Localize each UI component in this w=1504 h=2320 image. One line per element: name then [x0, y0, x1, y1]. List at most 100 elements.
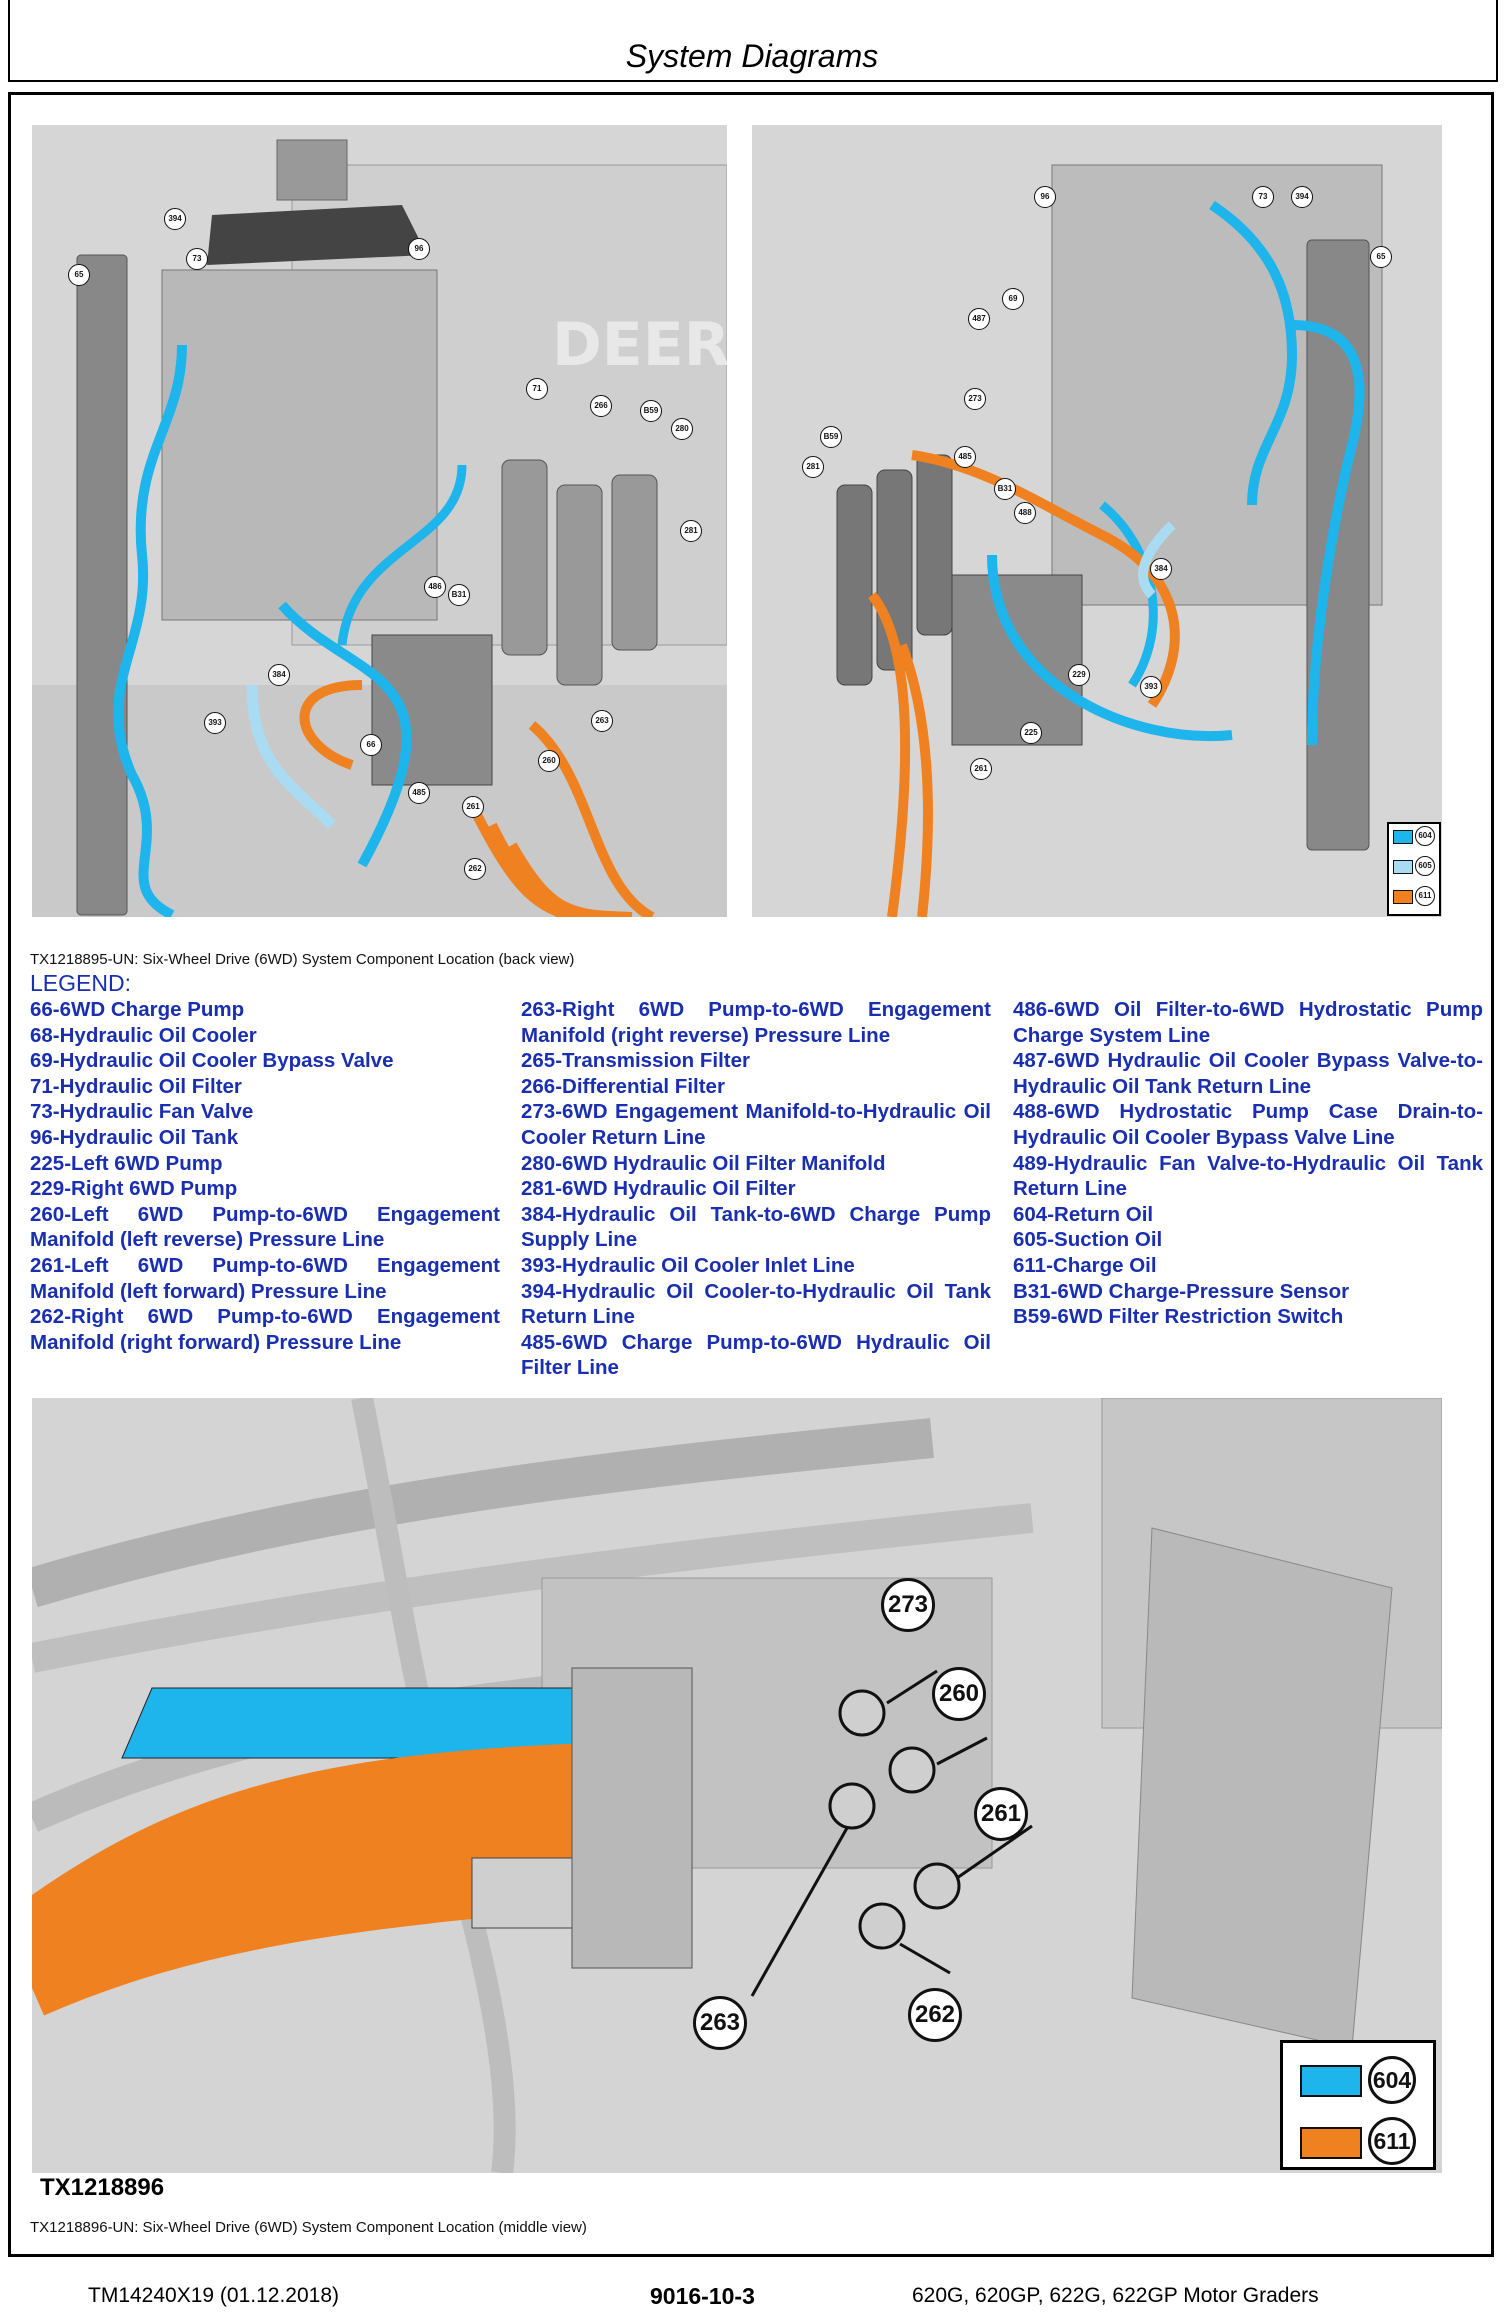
callout-65-right: 65	[1370, 246, 1392, 268]
callout-384: 384	[268, 664, 290, 686]
header-frame	[8, 0, 1498, 82]
callout-393-right: 393	[1140, 676, 1162, 698]
callout-488: 488	[1014, 502, 1036, 524]
legend-title: LEGEND:	[30, 970, 131, 996]
figure1-left-illustration: DEERE	[32, 125, 727, 917]
callout-96-right: 96	[1034, 186, 1056, 208]
legend-item: 260-Left 6WD Pump-to-6WD Engagement Mani…	[30, 1202, 500, 1252]
callout-486: 486	[424, 576, 446, 598]
figure2-panel	[32, 1398, 1442, 2173]
callout-384-right: 384	[1150, 558, 1172, 580]
callout-394-right: 394	[1291, 186, 1313, 208]
legend-item: B59-6WD Filter Restriction Switch	[1013, 1305, 1344, 1329]
footer-doc-id: TM14240X19 (01.12.2018)	[88, 2284, 340, 2307]
legend-item: 262-Right 6WD Pump-to-6WD Engagement Man…	[30, 1305, 500, 1354]
figure2-illustration	[32, 1398, 1442, 2173]
fig2-callout-273: 273	[881, 1578, 935, 1632]
callout-281-right: 281	[802, 456, 824, 478]
key-callout-604: 604	[1415, 826, 1435, 846]
callout-485-right: 485	[954, 446, 976, 468]
callout-485: 485	[408, 782, 430, 804]
key-callout-611: 611	[1415, 886, 1435, 906]
key-swatch-charge-oil	[1300, 2127, 1362, 2159]
callout-260: 260	[538, 750, 560, 772]
legend-item: 273-6WD Engagement Manifold-to-Hydraulic…	[521, 1100, 991, 1149]
footer-page-number: 9016-10-3	[650, 2283, 755, 2309]
legend-item: 280-6WD Hydraulic Oil Filter Manifold	[521, 1151, 886, 1175]
fig2-callout-261: 261	[974, 1787, 1028, 1841]
callout-66: 66	[360, 734, 382, 756]
legend-item: 384-Hydraulic Oil Tank-to-6WD Charge Pum…	[521, 1202, 991, 1252]
footer-product: 620G, 620GP, 622G, 622GP Motor Graders	[912, 2284, 1319, 2307]
callout-273-right: 273	[964, 388, 986, 410]
callout-B31-right: B31	[994, 478, 1016, 500]
legend-item: 71-Hydraulic Oil Filter	[30, 1074, 242, 1098]
legend-item: 73-Hydraulic Fan Valve	[30, 1100, 254, 1124]
legend-item: 394-Hydraulic Oil Cooler-to-Hydraulic Oi…	[521, 1279, 991, 1329]
legend-item: 66-6WD Charge Pump	[30, 998, 245, 1021]
legend-item: 265-Transmission Filter	[521, 1049, 751, 1073]
figure2-caption: TX1218896-UN: Six-Wheel Drive (6WD) Syst…	[30, 2219, 587, 2236]
callout-281: 281	[680, 520, 702, 542]
fig2-key-callout-604: 604	[1368, 2056, 1416, 2104]
figure1-right-illustration	[752, 125, 1442, 917]
callout-B59-right: B59	[820, 426, 842, 448]
legend-item: 393-Hydraulic Oil Cooler Inlet Line	[521, 1253, 855, 1277]
legend-item: 96-Hydraulic Oil Tank	[30, 1125, 239, 1149]
callout-B31: B31	[448, 584, 470, 606]
callout-229: 229	[1068, 664, 1090, 686]
figure1-left-panel: DEERE TX1218895	[32, 125, 727, 917]
callout-261-right: 261	[970, 758, 992, 780]
callout-73: 73	[186, 248, 208, 270]
figure2-color-key: 604 611	[1280, 2040, 1436, 2170]
fig2-callout-263: 263	[693, 1996, 747, 2050]
legend-item: 68-Hydraulic Oil Cooler	[30, 1023, 257, 1047]
callout-266: 266	[590, 395, 612, 417]
deere-watermark: DEERE	[552, 310, 727, 380]
legend-item: 485-6WD Charge Pump-to-6WD Hydraulic Oil…	[521, 1330, 991, 1380]
legend-item: 225-Left 6WD Pump	[30, 1151, 223, 1175]
callout-B59: B59	[640, 400, 662, 422]
legend-item: 605-Suction Oil	[1013, 1228, 1163, 1252]
callout-96: 96	[408, 238, 430, 260]
fig2-callout-260: 260	[932, 1667, 986, 1721]
legend-column-1: 66-6WD Charge Pump 68-Hydraulic Oil Cool…	[30, 997, 500, 1355]
content-frame	[8, 92, 1494, 2257]
legend-item: 229-Right 6WD Pump	[30, 1177, 238, 1201]
legend-item: 486-6WD Oil Filter-to-6WD Hydrostatic Pu…	[1013, 998, 1483, 1047]
legend-item: 266-Differential Filter	[521, 1074, 725, 1098]
fig2-callout-262: 262	[908, 1988, 962, 2042]
callout-393: 393	[204, 712, 226, 734]
figure1-caption: TX1218895-UN: Six-Wheel Drive (6WD) Syst…	[30, 951, 575, 968]
legend-column-3: 486-6WD Oil Filter-to-6WD Hydrostatic Pu…	[1013, 997, 1483, 1330]
figure2-id: TX1218896	[40, 2174, 165, 2201]
page-title: System Diagrams	[625, 38, 879, 74]
legend-item: B31-6WD Charge-Pressure Sensor	[1013, 1279, 1350, 1303]
legend-item: 488-6WD Hydrostatic Pump Case Drain-to-H…	[1013, 1100, 1483, 1149]
callout-280: 280	[671, 418, 693, 440]
callout-262: 262	[464, 858, 486, 880]
callout-225: 225	[1020, 722, 1042, 744]
legend-item: 604-Return Oil	[1013, 1202, 1154, 1226]
key-callout-605: 605	[1415, 856, 1435, 876]
legend-item: 487-6WD Hydraulic Oil Cooler Bypass Valv…	[1013, 1049, 1483, 1098]
legend-column-2: 263-Right 6WD Pump-to-6WD Engagement Man…	[521, 997, 991, 1381]
callout-487: 487	[968, 308, 990, 330]
legend-item: 489-Hydraulic Fan Valve-to-Hydraulic Oil…	[1013, 1151, 1483, 1201]
legend-item: 281-6WD Hydraulic Oil Filter	[521, 1177, 796, 1201]
callout-65: 65	[68, 264, 90, 286]
legend-item: 263-Right 6WD Pump-to-6WD Engagement Man…	[521, 998, 991, 1047]
key-swatch-charge-oil	[1393, 890, 1413, 904]
callout-71: 71	[526, 378, 548, 400]
callout-394: 394	[164, 208, 186, 230]
key-swatch-return-oil	[1300, 2065, 1362, 2097]
legend-item: 611-Charge Oil	[1013, 1253, 1157, 1277]
key-swatch-return-oil	[1393, 830, 1413, 844]
fig2-key-callout-611: 611	[1368, 2117, 1416, 2165]
callout-263: 263	[591, 710, 613, 732]
legend-item: 261-Left 6WD Pump-to-6WD Engagement Mani…	[30, 1253, 500, 1303]
figure1-right-panel	[752, 125, 1442, 917]
key-swatch-suction-oil	[1393, 860, 1413, 874]
callout-73-right: 73	[1252, 186, 1274, 208]
callout-69: 69	[1002, 288, 1024, 310]
